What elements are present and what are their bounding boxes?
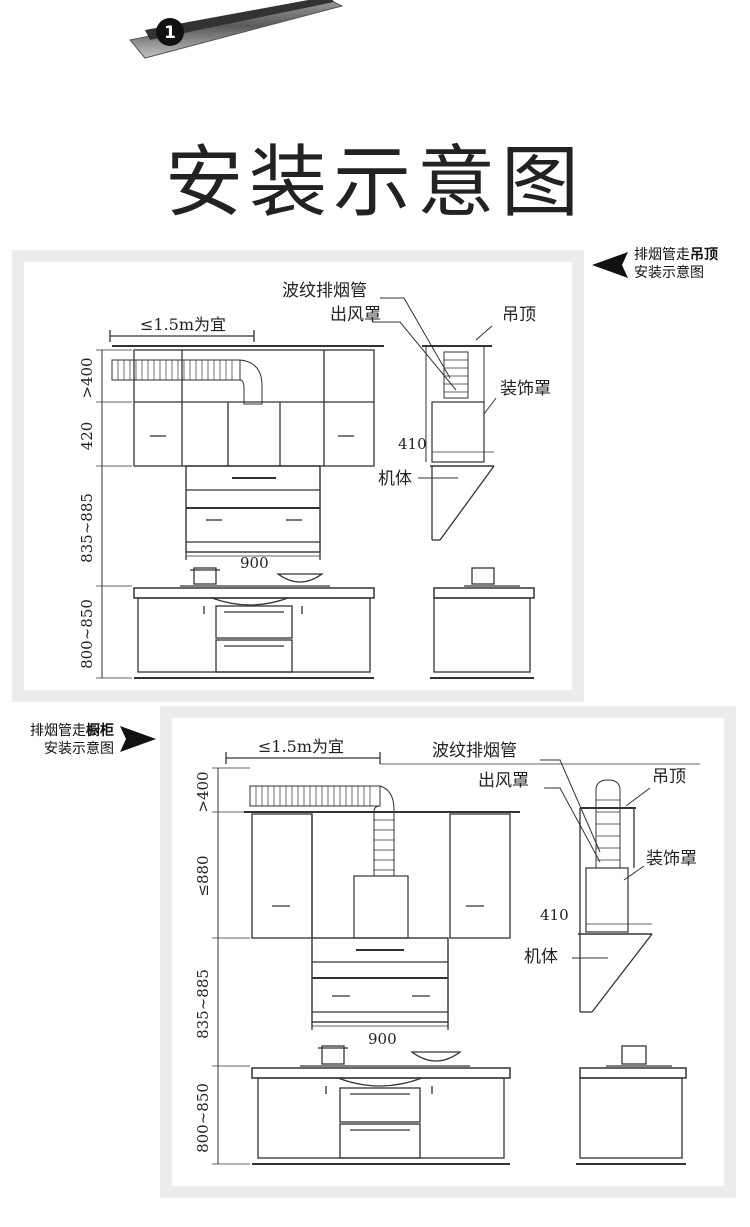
dim-880-2: ≤880 bbox=[194, 855, 212, 896]
label-cover-1: 装饰罩 bbox=[500, 379, 551, 399]
callout2-prefix: 排烟管走 bbox=[30, 723, 86, 739]
dim-835-2: 835~885 bbox=[194, 969, 212, 1039]
dim-400-2: >400 bbox=[194, 771, 212, 812]
corrugated-duct bbox=[111, 359, 241, 381]
label-corrugated-2: 波纹排烟管 bbox=[432, 741, 517, 761]
label-ceiling-2: 吊顶 bbox=[652, 767, 686, 787]
dim-800-2: 800~850 bbox=[194, 1083, 212, 1153]
callout1-prefix: 排烟管走 bbox=[634, 247, 690, 263]
callout-ceiling: 排烟管走吊顶 安装示意图 bbox=[634, 246, 718, 282]
label-corrugated-1: 波纹排烟管 bbox=[282, 281, 367, 301]
label-cover-2: 装饰罩 bbox=[646, 849, 697, 869]
callout1-bold: 吊顶 bbox=[690, 247, 718, 263]
dim-410-1: 410 bbox=[398, 435, 427, 453]
dim-410-2: 410 bbox=[540, 906, 569, 924]
callout2-line2: 安装示意图 bbox=[44, 741, 114, 757]
corrugated-duct-2 bbox=[249, 785, 381, 807]
dim-top-label: ≤1.5m为宜 bbox=[140, 315, 226, 334]
page-title: 安装示意图 bbox=[164, 138, 585, 228]
range-hood-2 bbox=[311, 937, 449, 1023]
step-badge: 1 bbox=[164, 23, 176, 43]
dim-900: 900 bbox=[240, 554, 269, 572]
dim-420: 420 bbox=[78, 422, 96, 451]
callout1-line2: 安装示意图 bbox=[634, 265, 704, 281]
callout-cabinet: 排烟管走橱柜 安装示意图 bbox=[10, 722, 114, 758]
dim-800: 800~850 bbox=[78, 599, 96, 669]
callout2-bold: 橱柜 bbox=[86, 723, 114, 739]
step-badge-circle bbox=[156, 18, 184, 46]
callout1-arrow bbox=[592, 252, 628, 278]
label-outlet-1: 出风罩 bbox=[330, 305, 381, 325]
dim-900-2: 900 bbox=[368, 1030, 397, 1048]
dim-top-label-2: ≤1.5m为宜 bbox=[258, 737, 344, 756]
callout2-arrow bbox=[120, 726, 156, 752]
diagram1-area bbox=[24, 262, 572, 690]
label-ceiling-1: 吊顶 bbox=[502, 305, 536, 325]
label-outlet-2: 出风罩 bbox=[478, 771, 529, 791]
dim-835: 835~885 bbox=[78, 493, 96, 563]
label-body-1: 机体 bbox=[378, 469, 412, 489]
product-image: 1 bbox=[129, 0, 344, 59]
dim-400: >400 bbox=[78, 357, 96, 398]
label-body-2: 机体 bbox=[524, 947, 558, 967]
